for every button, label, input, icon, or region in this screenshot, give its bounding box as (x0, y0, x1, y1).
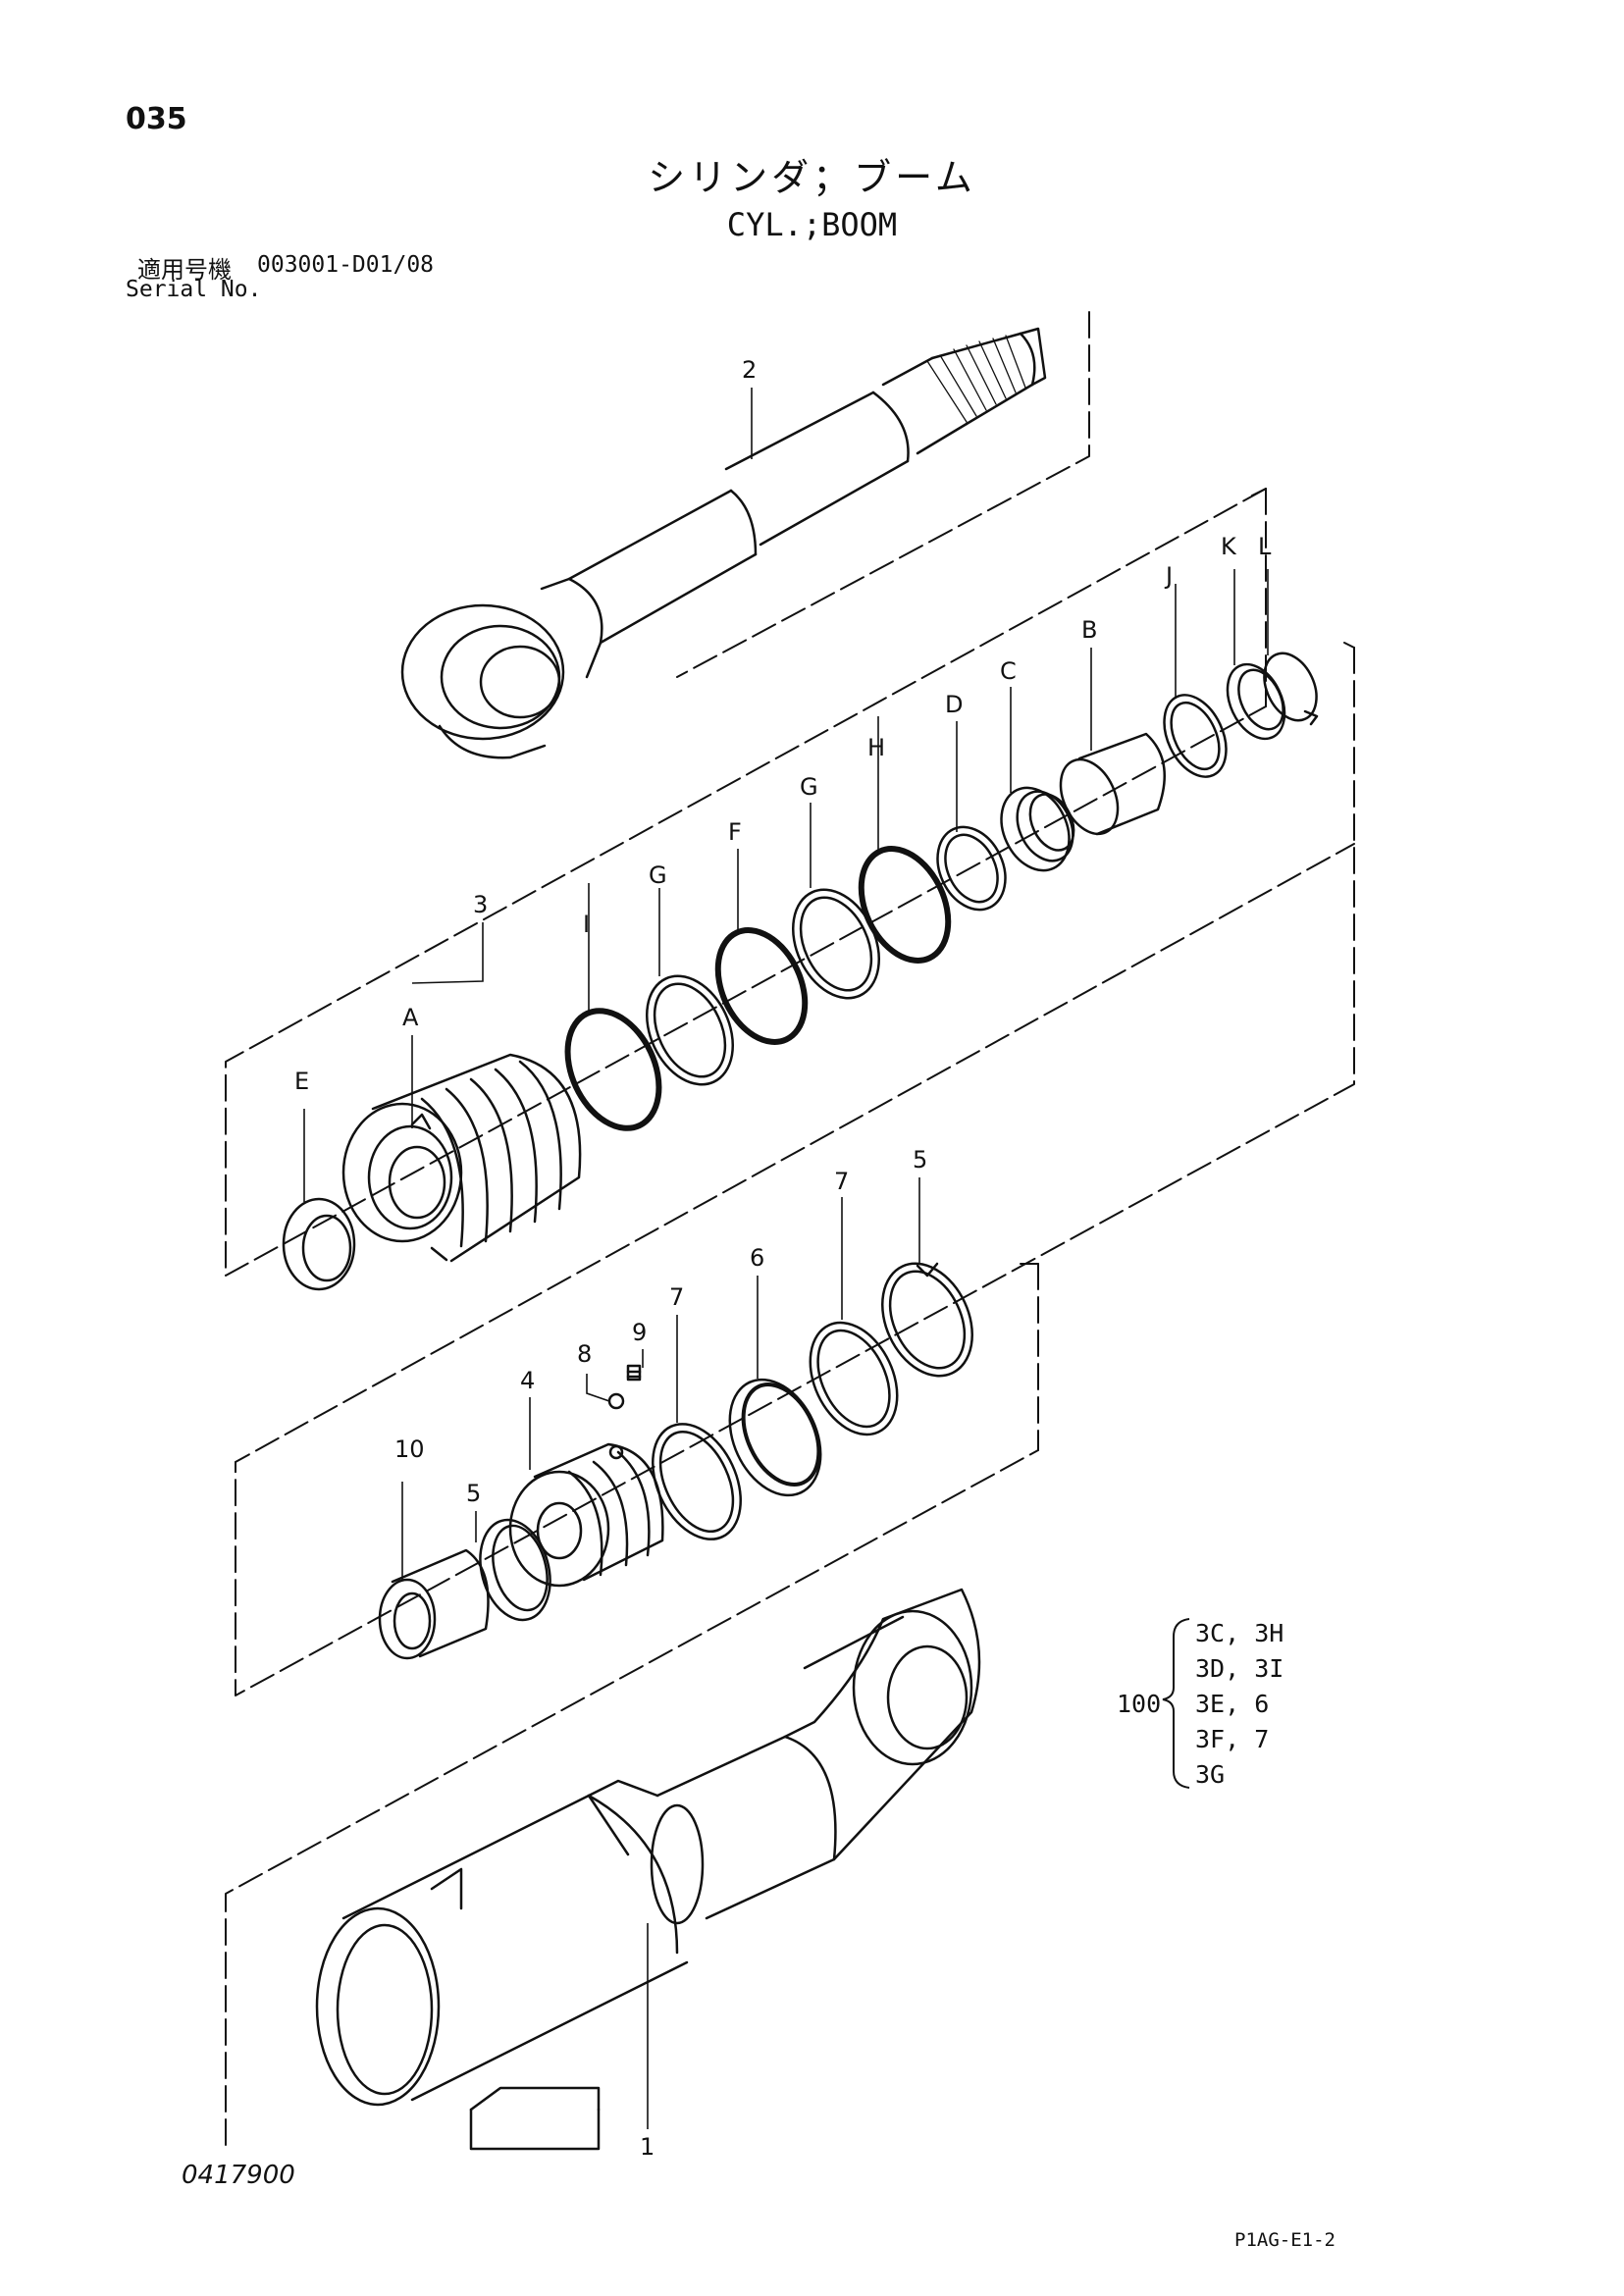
o-ring-f-part (714, 927, 809, 1045)
group-outline-top (225, 311, 1355, 2146)
label-b: B (1081, 616, 1097, 644)
piston-4-part (508, 1442, 664, 1588)
ring-j-part (1163, 694, 1228, 778)
label-screw-9: 9 (632, 1319, 647, 1346)
label-collar-10: 10 (394, 1435, 425, 1463)
label-rod: 2 (742, 356, 757, 384)
label-f: F (728, 818, 742, 846)
label-ball-8: 8 (577, 1340, 592, 1368)
ring-7a-part (652, 1423, 742, 1540)
sheet-code: P1AG-E1-2 (1234, 2229, 1336, 2251)
drawing-number: 0417900 (182, 2161, 295, 2190)
snap-ring-l-part (1263, 652, 1319, 726)
o-ring-h-part (858, 846, 952, 964)
kit-item: 3C, 3H (1195, 1619, 1284, 1647)
seal-k-part (1226, 662, 1286, 741)
ring-d-part (936, 825, 1007, 912)
title-japanese: シリンダ；ブーム (648, 156, 976, 199)
label-a: A (402, 1004, 419, 1031)
label-g2: G (800, 773, 818, 801)
collar-10-part (378, 1548, 490, 1660)
backup-ring-g2-part (791, 888, 881, 1000)
label-i: I (583, 911, 590, 938)
label-head-group: 3 (473, 891, 488, 918)
kit-number: 100 (1117, 1690, 1162, 1718)
label-piston-4: 4 (520, 1367, 535, 1394)
kit-item: 3G (1195, 1760, 1226, 1789)
kit-item: 3D, 3I (1195, 1654, 1284, 1683)
piston-rod-part (400, 327, 1047, 759)
kit-brace (1162, 1618, 1190, 1789)
label-ring-5b: 5 (913, 1146, 927, 1174)
label-j: J (1164, 562, 1173, 590)
label-e: E (294, 1068, 309, 1095)
label-g1: G (649, 861, 667, 889)
page-number: 035 (126, 102, 187, 136)
cylinder-tube-part (315, 1588, 981, 2151)
kit-item: 3F, 7 (1195, 1725, 1270, 1753)
ring-7b-part (809, 1321, 899, 1436)
seal-e-part (282, 1197, 356, 1291)
label-l: L (1258, 533, 1272, 560)
title-english: CYL.;BOOM (726, 206, 898, 243)
label-ring-7a: 7 (669, 1283, 684, 1311)
ball-8-part (607, 1392, 625, 1410)
label-ring-7b: 7 (834, 1168, 849, 1195)
serial-label-english: Serial No. (126, 277, 262, 302)
ring-6-part (728, 1378, 822, 1497)
cylinder-head-part (341, 1053, 582, 1263)
ring-5b-part (881, 1262, 973, 1378)
label-d: D (945, 691, 963, 718)
kit-item: 3E, 6 (1195, 1690, 1270, 1718)
label-ring-6: 6 (750, 1244, 764, 1272)
o-ring-i-part (564, 1008, 662, 1131)
label-tube-1: 1 (640, 2133, 655, 2161)
serial-code: 003001-D01/08 (257, 252, 435, 278)
screw-9-part (626, 1364, 642, 1382)
serial-label-japanese: 適用号機 (137, 256, 232, 284)
label-h: H (867, 734, 885, 761)
label-k: K (1221, 533, 1237, 560)
label-ring-5a: 5 (466, 1480, 481, 1507)
leader-lines (303, 388, 1269, 2129)
ring-5a-part (479, 1518, 551, 1622)
bushing-b-part (1059, 732, 1166, 836)
backup-ring-g1-part (645, 974, 735, 1086)
label-c: C (1000, 657, 1017, 685)
